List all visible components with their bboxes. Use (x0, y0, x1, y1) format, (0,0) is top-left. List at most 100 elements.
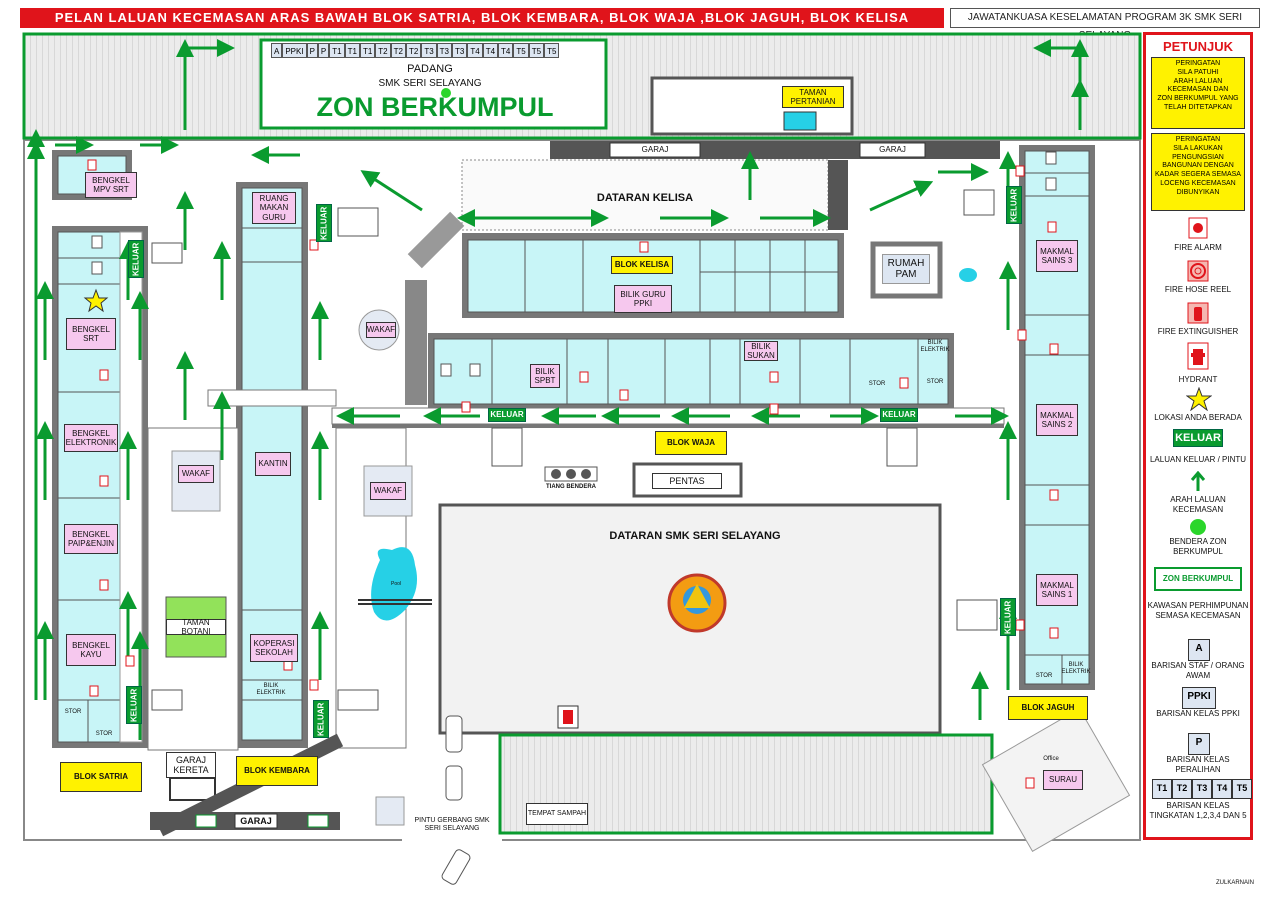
fire-hose-icon (1187, 260, 1209, 282)
exit-label: KELUAR (316, 204, 332, 242)
row-cell: P (306, 43, 318, 58)
surau: SURAU (1043, 770, 1083, 790)
row-cell: T2 (405, 43, 422, 58)
legend-ppki: PPKI (1182, 687, 1216, 709)
bilik-elektrik: BILIK ELEKTRIK (256, 683, 286, 696)
exit-label: KELUAR (126, 686, 142, 724)
dataran-kelisa: DATARAN KELISA (596, 191, 694, 204)
office-label: Office (1043, 755, 1059, 762)
row-cell: PPKI (282, 43, 307, 58)
row-cell: A (271, 43, 283, 58)
stor-label: STOR (64, 708, 82, 715)
garaj-label: GARAJ (240, 815, 272, 826)
row-cell: T3 (436, 43, 453, 58)
legend-laluan: LALUAN KELUAR / PINTU (1149, 455, 1247, 464)
row-cell: T3 (452, 43, 468, 58)
bengkel-srt: BENGKEL SRT (66, 318, 116, 350)
padang-label: PADANG (407, 62, 453, 75)
bengkel-mpv: BENGKEL MPV SRT (85, 172, 137, 198)
legend-extinguisher: FIRE EXTINGUISHER (1157, 327, 1239, 336)
exit-label: KELUAR (1000, 598, 1016, 636)
warning-box: PERINGATAN SILA PATUHI ARAH LALUAN KECEM… (1151, 57, 1245, 129)
legend-a-desc: BARISAN STAF / ORANG AWAM (1151, 661, 1245, 680)
row-cell: T4 (498, 43, 514, 58)
makmal-sains-3: MAKMAL SAINS 3 (1036, 240, 1078, 272)
legend-hydrant: HYDRANT (1178, 375, 1218, 384)
arrow-up-icon (1190, 471, 1206, 491)
star-icon (1186, 387, 1212, 411)
legend-zon: ZON BERKUMPUL (1154, 567, 1242, 591)
taman-botani: TAMAN BOTANI (166, 618, 226, 636)
legend-t: T5 (1232, 779, 1252, 799)
pool-label: Pool (390, 581, 401, 588)
koperasi-sekolah: KOPERASI SEKOLAH (250, 634, 298, 662)
row-cell: T2 (390, 43, 406, 58)
exit-label: KELUAR (1006, 186, 1022, 224)
legend-t: T4 (1212, 779, 1232, 799)
flag-dot-icon (1190, 519, 1206, 535)
blok-waja: BLOK WAJA (655, 431, 727, 455)
stor-label: STOR (868, 380, 886, 387)
legend-t-desc: BARISAN KELAS TINGKATAN 1,2,3,4 DAN 5 (1149, 801, 1247, 820)
exit-label: KELUAR (128, 240, 144, 278)
rumah-pam: RUMAH PAM (882, 254, 930, 284)
taman-pertanian: TAMAN PERTANIAN (782, 86, 844, 108)
legend-t: T3 (1192, 779, 1212, 799)
fire-extinguisher-icon (1187, 302, 1209, 324)
ruang-makan-guru: RUANG MAKAN GURU (252, 192, 296, 224)
wakaf: WAKAF (370, 482, 406, 500)
garaj-label: GARAJ (641, 145, 669, 155)
legend-t: T2 (1172, 779, 1192, 799)
bilik-elektrik: BILIK ELEKTRIK (1061, 662, 1091, 675)
exit-label: KELUAR (488, 408, 526, 422)
bengkel-kayu: BENGKEL KAYU (66, 634, 116, 666)
row-cell: T5 (513, 43, 529, 58)
row-cell: T1 (359, 43, 376, 58)
warning-box: PERINGATAN SILA LAKUKAN PENGUNGSIAN BANG… (1151, 133, 1245, 211)
bilik-elektrik: BILIK ELEKTRIK (920, 340, 950, 353)
row-cell: T1 (344, 43, 360, 58)
pintu-gerbang: PINTU GERBANG SMK SERI SELAYANG (414, 816, 490, 832)
wakaf: WAKAF (178, 465, 214, 483)
tempat-sampah: TEMPAT SAMPAH (526, 803, 588, 825)
bilik-guru-ppki: BILIK GURU PPKI (614, 285, 672, 313)
legend-ppki-desc: BARISAN KELAS PPKI (1156, 709, 1240, 718)
legend-p: P (1188, 733, 1210, 755)
school-label: SMK SERI SELAYANG (378, 78, 482, 90)
row-cell: P (317, 43, 330, 58)
bengkel-elektronik: BENGKEL ELEKTRONIK (64, 424, 118, 452)
row-cell: T5 (528, 43, 545, 58)
bengkel-paip-enjin: BENGKEL PAIP&ENJIN (64, 524, 118, 554)
exit-label: KELUAR (880, 408, 918, 422)
blok-satria: BLOK SATRIA (60, 762, 142, 792)
legend-panel: PETUNJUK PERINGATAN SILA PATUHI ARAH LAL… (1143, 32, 1253, 840)
legend-a: A (1188, 639, 1210, 661)
exit-label: KELUAR (313, 700, 329, 738)
hydrant-icon (1187, 342, 1209, 370)
legend-arah: ARAH LALUAN KECEMASAN (1170, 495, 1226, 514)
row-cell: T5 (544, 43, 560, 58)
stor-label: STOR (1035, 672, 1053, 679)
garaj-label: GARAJ (879, 145, 906, 155)
legend-bendera: BENDERA ZON BERKUMPUL (1169, 537, 1227, 556)
legend-keluar: KELUAR (1173, 429, 1223, 447)
row-cell: T2 (375, 43, 391, 58)
pentas: PENTAS (652, 473, 722, 489)
row-cell: T1 (329, 43, 345, 58)
tiang-bendera: TIANG BENDERA (545, 483, 596, 490)
makmal-sains-1: MAKMAL SAINS 1 (1036, 574, 1078, 606)
blok-kembara: BLOK KEMBARA (236, 756, 318, 786)
fire-alarm-icon (1188, 217, 1208, 239)
map-title: PELAN LALUAN KECEMASAN ARAS BAWAH BLOK S… (20, 8, 944, 28)
blok-kelisa: BLOK KELISA (611, 256, 673, 274)
wakaf: WAKAF (366, 322, 396, 338)
legend-kawasan: KAWASAN PERHIMPUNAN SEMASA KECEMASAN (1147, 601, 1249, 620)
legend-lokasi: LOKASI ANDA BERADA (1154, 413, 1242, 422)
assembly-rows: A PPKI P P T1 T1 T1 T2 T2 T2 T3 T3 T3 T4… (271, 43, 560, 58)
assembly-zone-title: ZON BERKUMPUL (316, 92, 554, 123)
row-cell: T4 (467, 43, 483, 58)
bilik-sukan: BILIK SUKAN (744, 341, 778, 361)
blok-jaguh: BLOK JAGUH (1008, 696, 1088, 720)
makmal-sains-2: MAKMAL SAINS 2 (1036, 404, 1078, 436)
garaj-kereta: GARAJ KERETA (166, 752, 216, 778)
